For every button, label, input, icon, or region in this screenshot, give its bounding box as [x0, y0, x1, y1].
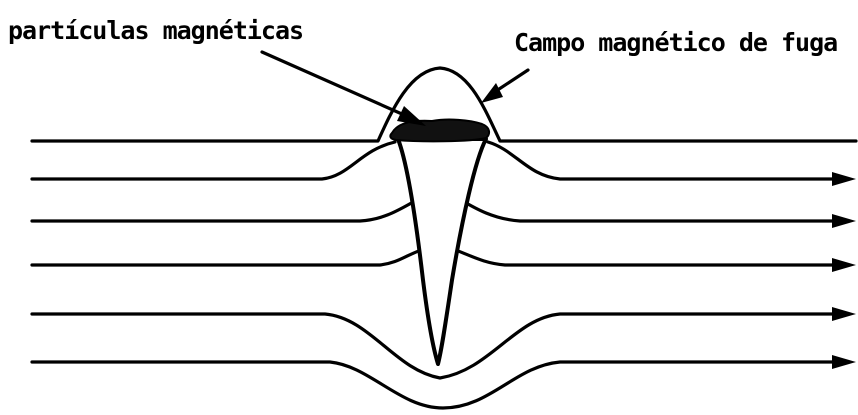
arrowhead-6 [832, 355, 856, 369]
arrowhead-4 [832, 258, 856, 272]
arrowhead-5 [832, 307, 856, 321]
magnetic-particles-deposit [390, 120, 489, 142]
particles-pointer-head [397, 106, 426, 126]
arrowhead-3 [832, 214, 856, 228]
leakage-field-label: Campo magnético de fuga [514, 28, 837, 57]
crack-defect [398, 139, 486, 364]
magnetic-particles-label: partículas magnéticas [8, 16, 303, 45]
field-pointer-head [481, 83, 503, 103]
particles-pointer-line [262, 52, 420, 122]
flux-line-6 [32, 362, 832, 408]
arrowhead-2 [832, 172, 856, 186]
